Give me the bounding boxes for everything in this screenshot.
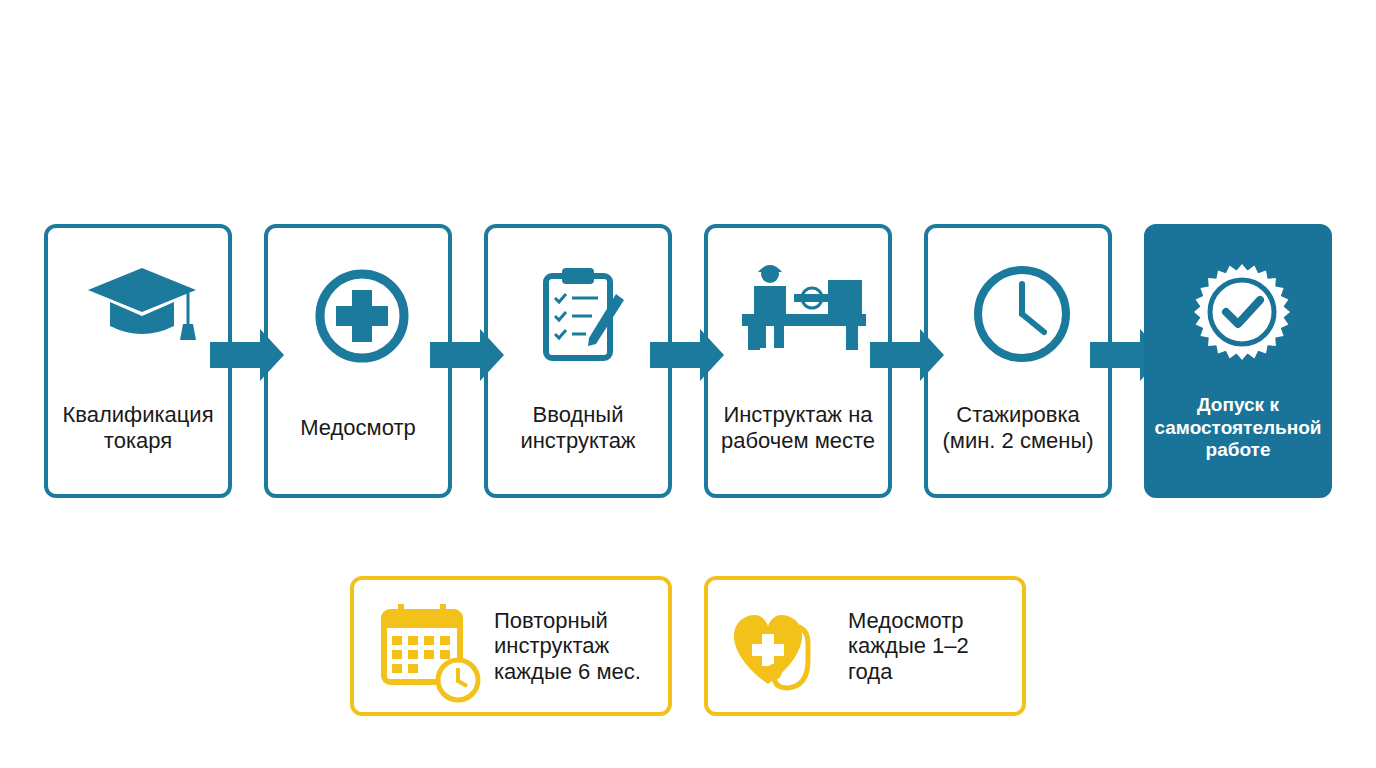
qualification-step: Квалификация токаря [44, 224, 232, 498]
node-label: Вводный инструктаж [494, 402, 662, 455]
flow-arrow [210, 329, 284, 381]
icon [488, 228, 668, 378]
induction-step: Вводный инструктаж [484, 224, 672, 498]
node-label: Повторный инструктаж каждые 6 мес. [494, 608, 658, 684]
icon [268, 228, 448, 378]
node-label: Стажировка (мин. 2 смены) [934, 402, 1102, 455]
icon [354, 580, 494, 712]
medical-step: Медосмотр [264, 224, 452, 498]
icon [928, 228, 1108, 378]
repeat-note: Повторный инструктаж каждые 6 мес. [350, 576, 672, 716]
node-label: Допуск к самостоятельной работе [1154, 394, 1322, 462]
icon [708, 228, 888, 378]
flow-arrow [650, 329, 724, 381]
workplace-step: Инструктаж на рабочем месте [704, 224, 892, 498]
icon [48, 228, 228, 378]
node-label: Медосмотр [300, 415, 416, 441]
text-area: Повторный инструктаж каждые 6 мес. [494, 580, 658, 712]
node-label: Инструктаж на рабочем месте [714, 402, 882, 455]
text-area: Медосмотр [274, 378, 442, 478]
node-label: Квалификация токаря [54, 402, 222, 455]
text-area: Квалификация токаря [54, 378, 222, 478]
internship-step: Стажировка (мин. 2 смены) [924, 224, 1112, 498]
node-label: Медосмотр каждые 1–2 года [848, 608, 1012, 684]
flow-arrow [870, 329, 944, 381]
text-area: Стажировка (мин. 2 смены) [934, 378, 1102, 478]
admission-box: Допуск к самостоятельной работе [1144, 224, 1332, 498]
medical-note: Медосмотр каждые 1–2 года [704, 576, 1026, 716]
flow-arrow [430, 329, 504, 381]
text-area: Инструктаж на рабочем месте [714, 378, 882, 478]
text-area: Медосмотр каждые 1–2 года [848, 580, 1012, 712]
icon [1148, 228, 1328, 378]
text-area: Допуск к самостоятельной работе [1154, 378, 1322, 478]
text-area: Вводный инструктаж [494, 378, 662, 478]
icon [708, 580, 848, 712]
